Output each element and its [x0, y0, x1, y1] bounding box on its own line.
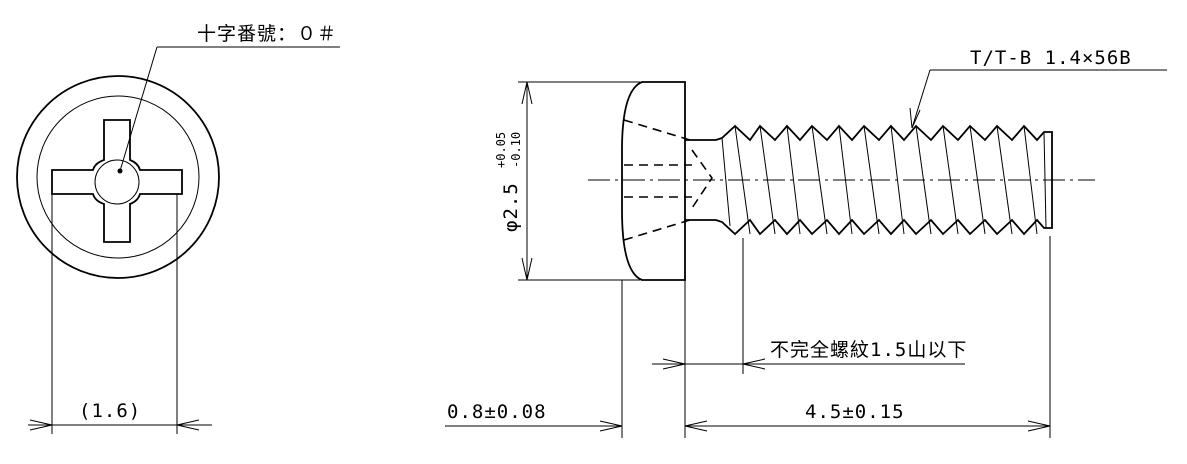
head-diameter-tol-upper: +0.05 — [494, 132, 508, 168]
head-diameter-label: φ2.5 — [500, 182, 522, 232]
thread-spec-callout: T/T-B 1.4×56B — [909, 47, 1167, 129]
head-height-dimension: 0.8±0.08 — [445, 280, 708, 438]
thread-spec-label: T/T-B 1.4×56B — [970, 47, 1132, 69]
screw-top-view — [16, 75, 220, 279]
screw-length-dimension: 4.5±0.15 — [685, 236, 1051, 438]
head-height-label: 0.8±0.08 — [447, 401, 547, 423]
incomplete-thread-dimension: 不完全螺紋1.5山以下 — [652, 238, 967, 374]
head-inner-circle — [36, 95, 200, 259]
thread-profile — [715, 124, 1053, 236]
cross-recess-callout: 十字番號：０＃ — [119, 23, 340, 172]
cross-recess-outline — [51, 119, 183, 243]
screw-length-label: 4.5±0.15 — [805, 401, 905, 423]
thread-flanks — [721, 125, 1047, 235]
recess-center-circle — [94, 159, 140, 205]
cross-recess-label: 十字番號：０＃ — [197, 23, 337, 45]
head-outer-circle — [16, 75, 220, 279]
recess-width-label: (1.6) — [79, 400, 141, 422]
incomplete-thread-label: 不完全螺紋1.5山以下 — [770, 339, 967, 361]
screw-side-view — [588, 81, 1095, 281]
head-diameter-dimension: φ2.5 +0.05 -0.10 — [494, 81, 640, 281]
head-diameter-tol-lower: -0.10 — [509, 132, 523, 168]
screw-head-outline — [621, 81, 686, 281]
recess-width-dimension: (1.6) — [28, 194, 212, 434]
